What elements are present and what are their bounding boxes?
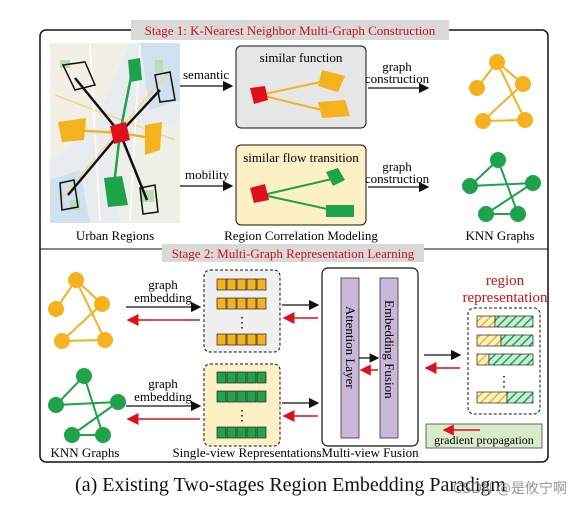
stage1-title-bg: [131, 20, 449, 40]
green-embedding-cell: [256, 426, 267, 439]
stage2-title: Stage 2: Multi-Graph Representation Lear…: [172, 246, 415, 261]
urban-map: [50, 43, 180, 223]
semantic-label: semantic: [183, 67, 229, 82]
green-embedding-rows: [216, 371, 267, 439]
green-embedding-cell: [216, 390, 227, 403]
orange-embedding-stack: [203, 269, 281, 353]
similar-function-label: similar function: [260, 50, 343, 65]
similar-flow-label: similar flow transition: [243, 150, 359, 165]
orange-embedding-cell: [246, 297, 257, 310]
representation-orange-part: [476, 315, 496, 328]
orange-embedding-cell: [256, 333, 267, 346]
representation-orange-part: [476, 391, 508, 404]
figure-caption: (a) Existing Two-stages Region Embedding…: [75, 474, 506, 496]
knn-graph-green-stage1: [462, 152, 541, 222]
green-embedding-cell: [246, 390, 257, 403]
urban-regions-label: Urban Regions: [76, 228, 154, 243]
knn-graph-orange-stage1: [469, 54, 533, 129]
embedding-fusion-bar: [379, 277, 399, 439]
graph-embedding-top-l2: embedding: [134, 290, 192, 305]
green-embedding-stack: [203, 363, 281, 447]
orange-embedding-cell: [246, 333, 257, 346]
knn-graphs-label-stage2: KNN Graphs: [51, 445, 120, 460]
orange-stack-dots: ⋮: [235, 316, 249, 331]
green-embedding-cell: [236, 390, 247, 403]
orange-embedding-cell: [256, 278, 267, 291]
green-embedding-cell: [236, 426, 247, 439]
orange-embedding-cell: [246, 278, 257, 291]
knn-graphs-label-stage1: KNN Graphs: [466, 228, 535, 243]
orange-embedding-cell: [226, 297, 237, 310]
green-embedding-cell: [226, 426, 237, 439]
representation-green-part: [506, 391, 534, 404]
green-embedding-cell: [226, 371, 237, 384]
graph-embedding-bottom-l1: graph: [148, 376, 178, 391]
mobility-label: mobility: [185, 167, 230, 182]
graph-construction-top-l1: graph: [382, 59, 412, 74]
orange-embedding-cell: [226, 333, 237, 346]
region-correlation-label: Region Correlation Modeling: [224, 228, 378, 243]
orange-embedding-cell: [236, 278, 247, 291]
representation-green-part: [500, 334, 534, 347]
gradient-propagation-label: gradient propagation: [434, 433, 534, 447]
attention-layer-label: Attention Layer: [343, 306, 358, 389]
single-view-label: Single-view Representations: [172, 445, 321, 460]
knn-graph-green-stage2: [48, 368, 126, 443]
green-embedding-cell: [226, 390, 237, 403]
graph-construction-top-l2: construction: [365, 71, 430, 86]
multi-view-fusion-box: [321, 267, 419, 447]
region-representation-rows: [476, 315, 534, 404]
knn-graph-orange-stage2: [48, 272, 113, 349]
embedding-fusion-label: Embedding Fusion: [382, 300, 397, 399]
stage1-title: Stage 1: K-Nearest Neighbor Multi-Graph …: [145, 23, 436, 38]
similar-flow-graphic: [250, 168, 354, 217]
green-embedding-cell: [246, 426, 257, 439]
orange-embedding-rows: [216, 278, 267, 346]
orange-embedding-cell: [216, 278, 227, 291]
graph-construction-bottom-l2: construction: [365, 171, 430, 186]
watermark: CSDN @是攸宁啊: [452, 481, 567, 497]
region-label: region: [486, 273, 525, 289]
orange-embedding-cell: [216, 297, 227, 310]
green-embedding-cell: [256, 371, 267, 384]
graph-construction-bottom-l1: graph: [382, 159, 412, 174]
orange-embedding-cell: [236, 333, 247, 346]
green-embedding-cell: [216, 426, 227, 439]
representation-label: representation: [463, 290, 548, 306]
green-embedding-cell: [256, 390, 267, 403]
stage2-title-bg: [162, 244, 424, 262]
representation-green-part: [494, 315, 534, 328]
graph-embedding-bottom-l2: embedding: [134, 389, 192, 404]
graph-embedding-top-l1: graph: [148, 277, 178, 292]
representation-green-part: [488, 353, 534, 366]
orange-embedding-cell: [256, 297, 267, 310]
orange-embedding-cell: [226, 278, 237, 291]
representation-orange-part: [476, 353, 490, 366]
representation-orange-part: [476, 334, 502, 347]
orange-embedding-cell: [216, 333, 227, 346]
representation-dots: ⋮: [497, 375, 511, 390]
green-embedding-cell: [246, 371, 257, 384]
green-embedding-cell: [236, 371, 247, 384]
similar-function-graphic: [250, 70, 350, 118]
orange-embedding-cell: [236, 297, 247, 310]
green-stack-dots: ⋮: [235, 409, 249, 424]
green-embedding-cell: [216, 371, 227, 384]
multi-view-fusion-label: Multi-view Fusion: [321, 445, 419, 460]
